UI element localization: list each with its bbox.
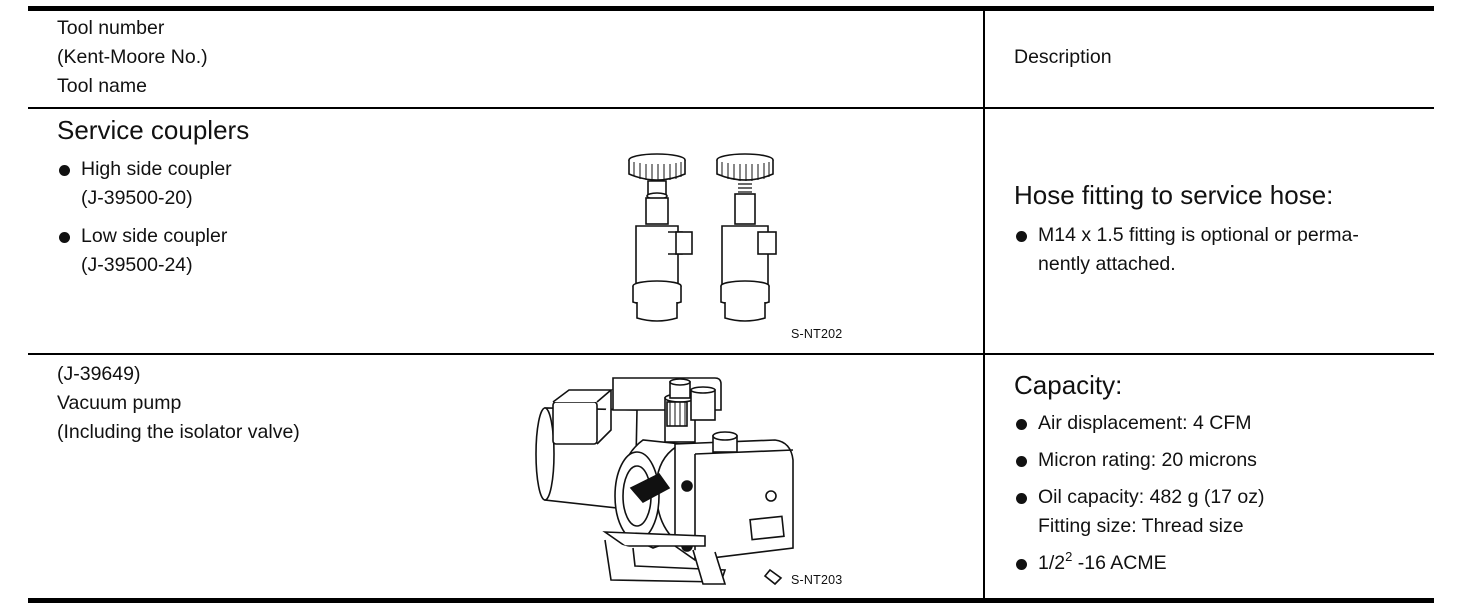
item-number: (J-39500-24) [81, 254, 193, 276]
service-couplers-description: Hose fitting to service hose: M14 x 1.5 … [1014, 179, 1434, 279]
bullet-icon [1016, 419, 1027, 430]
thread-superscript: 2 [1065, 549, 1073, 564]
desc-line: Fitting size: Thread size [1038, 515, 1244, 537]
high-side-coupler-icon [628, 153, 693, 322]
desc-line: Air displacement: 4 CFM [1038, 412, 1252, 434]
desc-line: Micron rating: 20 microns [1038, 449, 1257, 471]
thread-size: 1/2 [1038, 552, 1066, 574]
header-description: Description [1014, 46, 1112, 68]
item-number: (J-39500-20) [81, 187, 193, 209]
header-kent-moore: (Kent-Moore No.) [57, 46, 208, 68]
row-divider [28, 353, 1434, 355]
desc-line: M14 x 1.5 fitting is optional or perma- [1038, 224, 1359, 246]
desc-bullet: M14 x 1.5 fitting is optional or perma- … [1014, 221, 1434, 279]
list-item: High side coupler (J-39500-20) [57, 155, 517, 213]
item-label: High side coupler [81, 158, 232, 180]
desc-line: 1/22 -16 ACME [1038, 549, 1434, 578]
header-tool-column: Tool number (Kent-Moore No.) Tool name [57, 14, 208, 101]
row-vacuum-pump: (J-39649) Vacuum pump (Including the iso… [57, 360, 300, 447]
desc-heading: Hose fitting to service hose: [1014, 180, 1334, 210]
list-item: Low side coupler (J-39500-24) [57, 222, 517, 280]
row-title: Service couplers [57, 115, 250, 145]
desc-heading: Capacity: [1014, 370, 1123, 400]
tool-number: (J-39649) [57, 363, 141, 385]
vacuum-pump-description: Capacity: Air displacement: 4 CFM Micron… [1014, 369, 1434, 578]
desc-bullet: Micron rating: 20 microns [1014, 446, 1434, 475]
header-divider [28, 107, 1434, 109]
tool-note: (Including the isolator valve) [57, 421, 300, 443]
desc-line: Oil capacity: 482 g (17 oz) [1038, 486, 1265, 508]
header-tool-number: Tool number [57, 17, 165, 39]
table-top-rule [28, 6, 1434, 11]
bullet-icon [1016, 559, 1027, 570]
low-side-coupler-icon [716, 153, 777, 322]
tool-name: Vacuum pump [57, 392, 182, 414]
bullet-icon [1016, 493, 1027, 504]
bullet-icon [1016, 456, 1027, 467]
item-label: Low side coupler [81, 225, 228, 247]
bullet-icon [1016, 231, 1027, 242]
desc-bullet: Air displacement: 4 CFM [1014, 409, 1434, 438]
bullet-icon [59, 232, 70, 243]
vacuum-pump-illustration [535, 377, 794, 586]
bullet-icon [59, 165, 70, 176]
header-tool-name: Tool name [57, 75, 147, 97]
service-couplers-illustration [628, 153, 777, 322]
column-divider [983, 6, 985, 603]
desc-bullet: Oil capacity: 482 g (17 oz) Fitting size… [1014, 483, 1434, 541]
desc-line: nently attached. [1038, 253, 1176, 275]
thread-type: -16 ACME [1072, 552, 1167, 574]
desc-bullet: 1/22 -16 ACME [1014, 549, 1434, 578]
row-service-couplers: Service couplers High side coupler (J-39… [57, 114, 517, 280]
figure-code: S-NT203 [791, 573, 843, 587]
table-bottom-rule [28, 598, 1434, 603]
figure-code: S-NT202 [791, 327, 843, 341]
